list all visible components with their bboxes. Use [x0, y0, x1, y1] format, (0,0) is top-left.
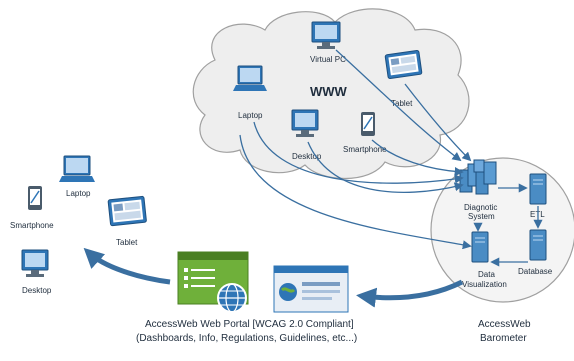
portal-globe-icon	[217, 283, 247, 313]
cloud-laptop-label: Laptop	[238, 111, 263, 120]
data-visualization-label-line1: Data	[478, 270, 495, 279]
client-tablet-icon	[107, 195, 147, 227]
portal-caption-line1: AccessWeb Web Portal [WCAG 2.0 Compliant…	[145, 319, 354, 330]
cloud-tablet-icon	[384, 50, 423, 80]
cloud-virtual-pc-icon	[311, 21, 341, 49]
cloud-www-title: WWW	[310, 84, 348, 99]
client-laptop-icon	[59, 155, 95, 182]
client-desktop-label: Desktop	[22, 286, 52, 295]
portal-caption-line2: (Dashboards, Info, Regulations, Guidelin…	[136, 333, 357, 344]
arrow-laptop-to-diagnostic	[253, 121, 464, 184]
client-laptop-label: Laptop	[66, 189, 91, 198]
database-server-icon	[529, 229, 547, 261]
arrow-portal-to-devices	[83, 247, 171, 285]
data-visualization-icon	[471, 231, 489, 263]
arrow-desktop-to-diagnostic	[307, 141, 464, 193]
device-to-diagnostic-arrows	[239, 49, 472, 250]
cloud-virtual-pc-label: Virtual PC	[310, 55, 346, 64]
diagnostic-system-label-line2: System	[468, 212, 495, 221]
etl-server-icon	[529, 173, 547, 205]
cloud-smartphone-label: Smartphone	[343, 145, 387, 154]
portal-webpage-icon	[273, 265, 349, 313]
cloud-smartphone-icon	[361, 112, 375, 136]
client-desktop-icon	[21, 249, 49, 277]
barometer-title-line1: AccessWeb	[478, 319, 531, 330]
barometer-title-line2: Barometer	[480, 333, 527, 344]
cloud-desktop-icon	[291, 109, 319, 137]
arrow-laptop-to-dataviz	[239, 134, 472, 250]
diagnostic-system-label-line1: Diagnotic	[464, 203, 497, 212]
arrow-dataviz-to-portal	[356, 279, 464, 308]
client-smartphone-label: Smartphone	[10, 221, 54, 230]
cloud-laptop-icon	[233, 65, 267, 91]
arrow-tablet-to-diagnostic	[404, 83, 472, 162]
barometer-internal-arrows	[473, 183, 543, 267]
database-label: Database	[518, 267, 553, 276]
data-visualization-label-line2: Visualization	[462, 280, 507, 289]
client-tablet-label: Tablet	[116, 238, 138, 247]
www-cloud	[192, 8, 470, 179]
client-smartphone-icon	[28, 186, 42, 210]
cloud-desktop-label: Desktop	[292, 152, 322, 161]
cloud-tablet-label: Tablet	[391, 99, 413, 108]
arrow-smartphone-to-diagnostic	[371, 139, 464, 177]
arrow-virtualpc-to-diagnostic	[335, 49, 462, 162]
